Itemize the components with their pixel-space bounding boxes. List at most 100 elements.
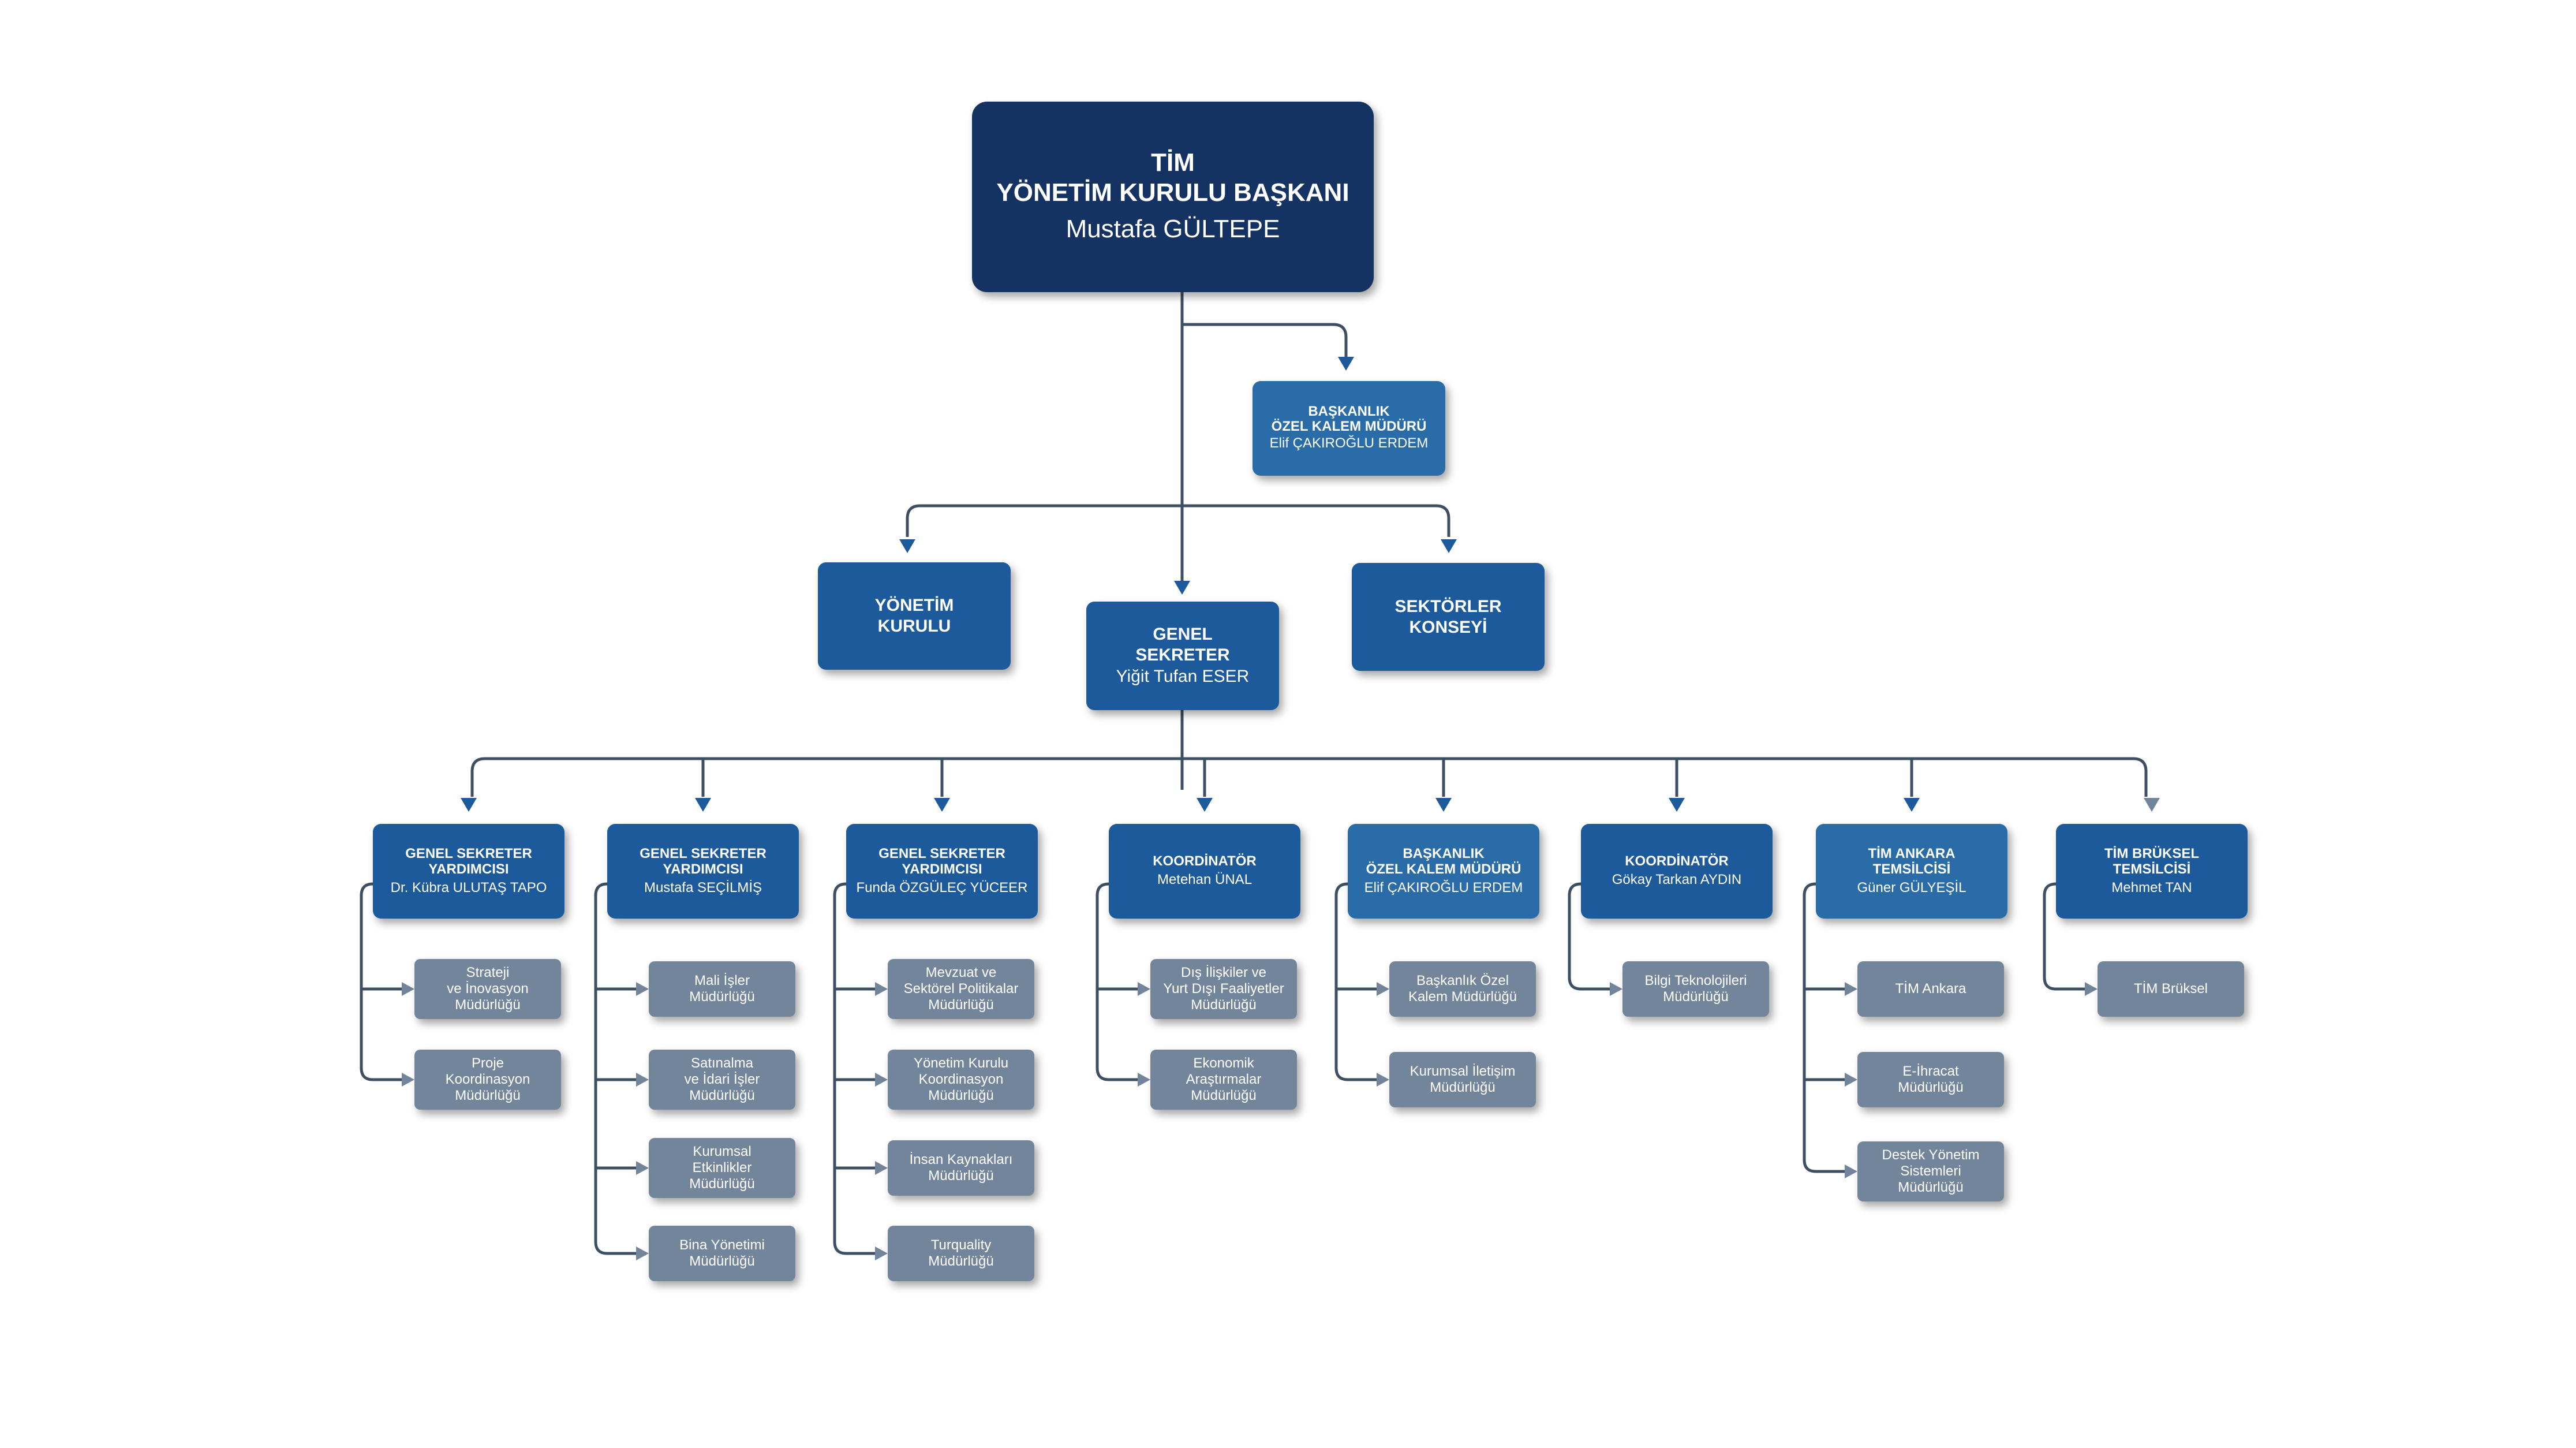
unit-arrow [875, 1073, 888, 1087]
unit-label: Bina Yönetimi Müdürlüğü [679, 1237, 765, 1269]
department-arrow [1435, 798, 1452, 812]
unit-arrow [875, 1161, 888, 1175]
unit-label: Dış İlişkiler ve Yurt Dışı Faaliyetler M… [1163, 965, 1284, 1013]
executive-board-title: YÖNETİM KURULU [874, 596, 954, 636]
department-head-name: Gökay Tarkan AYDIN [1612, 872, 1742, 887]
unit-label: İnsan Kaynakları Müdürlüğü [909, 1152, 1013, 1184]
trunk-arrow [1174, 581, 1190, 595]
department-bus-line [470, 757, 2148, 797]
unit-box: Başkanlık Özel Kalem Müdürlüğü [1389, 961, 1536, 1017]
department-head-title: GENEL SEKRETER YARDIMCISI [405, 845, 532, 877]
department-arrow [2144, 798, 2160, 812]
unit-spine-line [1334, 882, 1378, 1081]
unit-box: Ekonomik Araştırmalar Müdürlüğü [1150, 1050, 1297, 1110]
unit-box: Destek Yönetim Sistemleri Müdürlüğü [1857, 1141, 2004, 1201]
unit-label: Destek Yönetim Sistemleri Müdürlüğü [1882, 1147, 1980, 1195]
department-head-name: Funda ÖZGÜLEÇ YÜCEER [856, 879, 1028, 895]
department-head-title: GENEL SEKRETER YARDIMCISI [878, 845, 1005, 877]
department-head-box: GENEL SEKRETER YARDIMCISI Dr. Kübra ULUTA… [373, 824, 564, 919]
unit-label: Başkanlık Özel Kalem Müdürlüğü [1408, 973, 1517, 1005]
department-arrow [934, 798, 950, 812]
unit-arrow [402, 1073, 414, 1087]
secretary-general-box: GENEL SEKRETER Yiğit Tufan ESER [1086, 602, 1279, 710]
unit-spine-line [833, 882, 876, 1255]
unit-label: TİM Brüksel [2133, 981, 2208, 997]
department-head-box: GENEL SEKRETER YARDIMCISI Mustafa SEÇİLMİ… [607, 824, 799, 919]
unit-spine-line [1803, 882, 1846, 1173]
department-head-title: TİM BRÜKSEL TEMSİLCİSİ [2104, 845, 2199, 877]
department-head-name: Güner GÜLYEŞİL [1857, 879, 1966, 895]
chairman-box: TİM YÖNETİM KURULU BAŞKANI Mustafa GÜLTE… [972, 102, 1374, 292]
sector-councils-title: SEKTÖRLER KONSEYİ [1394, 596, 1502, 637]
unit-arrow [2085, 982, 2098, 996]
unit-label: Mevzuat ve Sektörel Politikalar Müdürlüğ… [903, 965, 1019, 1013]
chairman-org: TİM [1151, 148, 1195, 177]
unit-box: TİM Brüksel [2098, 961, 2244, 1017]
unit-spine-line [594, 882, 637, 1255]
unit-arrow [402, 982, 414, 996]
department-head-box: GENEL SEKRETER YARDIMCISI Funda ÖZGÜLEÇ Y… [846, 824, 1038, 919]
unit-arrow [636, 1247, 649, 1260]
unit-box: E-İhracat Müdürlüğü [1857, 1052, 2004, 1107]
unit-box: Mali İşler Müdürlüğü [649, 961, 795, 1017]
department-head-box: TİM ANKARA TEMSİLCİSİ Güner GÜLYEŞİL [1816, 824, 2007, 919]
unit-box: Bina Yönetimi Müdürlüğü [649, 1226, 795, 1281]
unit-label: Proje Koordinasyon Müdürlüğü [445, 1055, 530, 1103]
executive-board-box: YÖNETİM KURULU [818, 562, 1011, 670]
unit-box: TİM Ankara [1857, 961, 2004, 1017]
unit-spine-line [1096, 882, 1139, 1081]
department-arrow [1904, 798, 1920, 812]
chairman-title: YÖNETİM KURULU BAŞKANI [996, 178, 1349, 207]
unit-arrow [1138, 982, 1150, 996]
unit-arrow [636, 1073, 649, 1087]
private-office-title: BAŞKANLIK ÖZEL KALEM MÜDÜRÜ [1271, 404, 1427, 434]
department-head-name: Dr. Kübra ULUTAŞ TAPO [390, 879, 547, 895]
unit-arrow [636, 982, 649, 996]
unit-label: Bilgi Teknolojileri Müdürlüğü [1644, 973, 1747, 1005]
unit-box: Dış İlişkiler ve Yurt Dışı Faaliyetler M… [1150, 959, 1297, 1019]
unit-box: İnsan Kaynakları Müdürlüğü [888, 1140, 1034, 1196]
unit-label: Mali İşler Müdürlüğü [689, 973, 755, 1005]
unit-box: Bilgi Teknolojileri Müdürlüğü [1622, 961, 1769, 1017]
sector-councils-arrow [1441, 539, 1457, 553]
department-head-name: Mustafa SEÇİLMİŞ [644, 879, 762, 895]
unit-label: TİM Ankara [1895, 981, 1966, 997]
unit-box: Mevzuat ve Sektörel Politikalar Müdürlüğ… [888, 959, 1034, 1019]
council-branch-line [906, 504, 1450, 537]
department-head-title: GENEL SEKRETER YARDIMCISI [640, 845, 767, 877]
department-arrow [695, 798, 711, 812]
unit-spine-line [360, 882, 403, 1081]
unit-label: E-İhracat Müdürlüğü [1898, 1063, 1964, 1095]
unit-box: Yönetim Kurulu Koordinasyon Müdürlüğü [888, 1050, 1034, 1110]
department-arrow [461, 798, 477, 812]
department-head-name: Metehan ÜNAL [1157, 872, 1253, 887]
unit-arrow [1138, 1073, 1150, 1087]
private-office-box: BAŞKANLIK ÖZEL KALEM MÜDÜRÜ Elif ÇAKIROĞ… [1253, 381, 1445, 476]
department-arrow [1197, 798, 1213, 812]
department-head-title: BAŞKANLIK ÖZEL KALEM MÜDÜRÜ [1366, 845, 1521, 877]
unit-box: Kurumsal İletişim Müdürlüğü [1389, 1052, 1536, 1107]
unit-arrow [1845, 1073, 1857, 1087]
unit-arrow [1845, 982, 1857, 996]
unit-arrow [1845, 1165, 1857, 1178]
department-arrow [1669, 798, 1685, 812]
secretary-general-title: GENEL SEKRETER [1135, 625, 1230, 665]
private-office-name: Elif ÇAKIROĞLU ERDEM [1269, 435, 1429, 451]
unit-spine-line [2043, 882, 2086, 991]
unit-label: Kurumsal İletişim Müdürlüğü [1409, 1063, 1516, 1095]
executive-board-arrow [899, 539, 915, 553]
unit-arrow [636, 1161, 649, 1175]
unit-arrow [1377, 1073, 1389, 1087]
private-office-arrow [1338, 357, 1354, 371]
unit-arrow [1610, 982, 1622, 996]
unit-label: Satınalma ve İdari İşler Müdürlüğü [684, 1055, 760, 1103]
department-head-title: TİM ANKARA TEMSİLCİSİ [1868, 845, 1956, 877]
unit-label: Kurumsal Etkinlikler Müdürlüğü [689, 1144, 755, 1192]
chairman-name: Mustafa GÜLTEPE [1065, 215, 1280, 243]
unit-box: Satınalma ve İdari İşler Müdürlüğü [649, 1050, 795, 1110]
